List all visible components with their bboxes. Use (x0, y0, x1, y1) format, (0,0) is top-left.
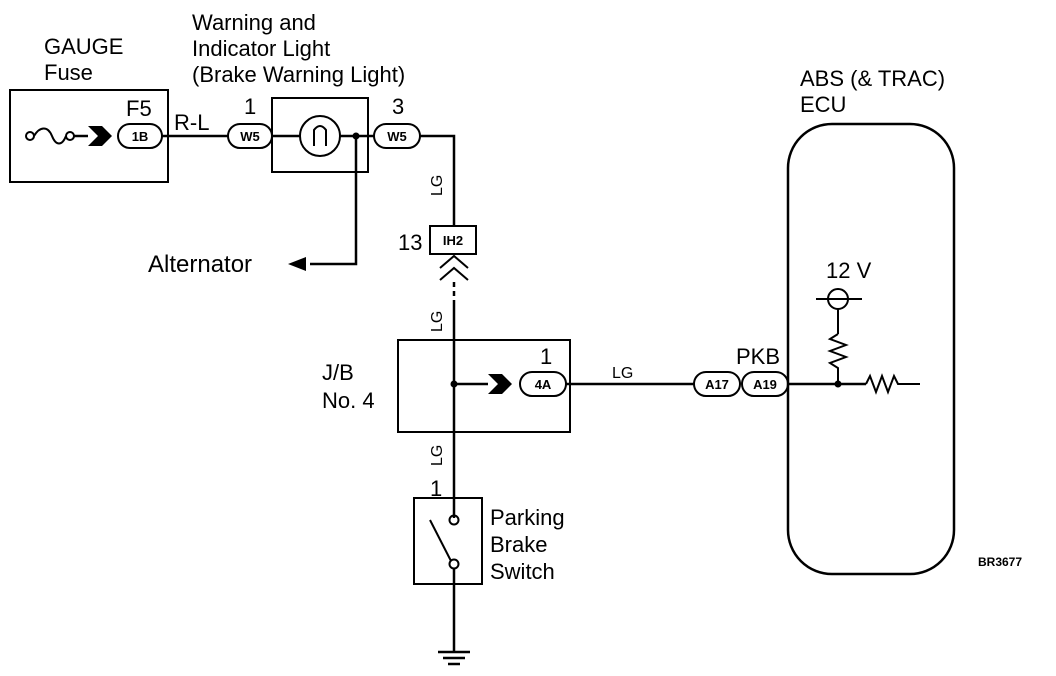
ecu-title-line1: ABS (& TRAC) (800, 66, 945, 91)
resistor-horizontal-icon (865, 373, 920, 395)
ih2-connector-box (429, 225, 477, 255)
jb-pin-label: 1 (540, 344, 552, 369)
warning-light-connector-left-code: W5 (240, 129, 260, 144)
fuse-label-line1: GAUGE (44, 34, 123, 59)
ih2-pin-label: 13 (398, 230, 422, 255)
warning-light-title-line3: (Brake Warning Light) (192, 62, 405, 87)
warning-light-pin-right: 3 (392, 94, 404, 119)
figure-code: BR3677 (978, 555, 1022, 569)
jb-box (397, 339, 571, 433)
fuse-pin-label: F5 (126, 96, 152, 121)
wire-light-to-ih2 (420, 134, 456, 226)
switch-label-line3: Switch (490, 559, 555, 584)
ecu-connector-b-code: A19 (753, 377, 777, 392)
ecu-box (786, 122, 956, 576)
bulb-icon (299, 115, 341, 157)
switch-pin-label: 1 (430, 476, 442, 501)
alternator-arrow-icon (288, 257, 306, 271)
warning-light-connector-right-code: W5 (387, 129, 407, 144)
switch-box (413, 497, 483, 585)
jb-connector-arrow (488, 374, 512, 394)
fuse-connector-code: 1B (132, 129, 149, 144)
ecu-connector-a-code: A17 (705, 377, 729, 392)
switch-label-line2: Brake (490, 532, 547, 557)
wire-color-lg-upper: LG (429, 175, 446, 196)
alternator-label: Alternator (148, 251, 252, 278)
wire-color-lg-lower: LG (429, 445, 446, 466)
wire-to-alternator (310, 136, 358, 266)
ih2-connector-code: IH2 (443, 233, 463, 248)
switch-contact-bottom (448, 558, 460, 570)
ground-icon (438, 650, 470, 666)
ih2-chevron-icon (439, 254, 469, 269)
warning-light-title-line1: Warning and (192, 10, 316, 35)
jb-connector-code: 4A (535, 377, 552, 392)
wire-color-rl: R-L (174, 110, 209, 135)
wire-color-lg-out: LG (612, 365, 633, 382)
resistor-vertical-icon (827, 333, 849, 384)
wire-color-lg-middle: LG (429, 311, 446, 332)
ecu-connector-a (693, 371, 741, 397)
ecu-voltage-label: 12 V (826, 258, 872, 283)
warning-light-title-line2: Indicator Light (192, 36, 330, 61)
switch-contact-top (448, 514, 460, 526)
switch-label-line1: Parking (490, 505, 565, 530)
switch-lever-icon (429, 519, 452, 562)
fuse-label-line2: Fuse (44, 60, 93, 85)
jb-label-line1: J/B (322, 360, 354, 385)
warning-light-pin-left: 1 (244, 94, 256, 119)
jb-label-line2: No. 4 (322, 388, 375, 413)
fuse-connector-arrow (88, 126, 112, 146)
ecu-terminal-label: PKB (736, 344, 780, 369)
fuse-symbol (25, 127, 88, 145)
ecu-title-line2: ECU (800, 92, 846, 117)
